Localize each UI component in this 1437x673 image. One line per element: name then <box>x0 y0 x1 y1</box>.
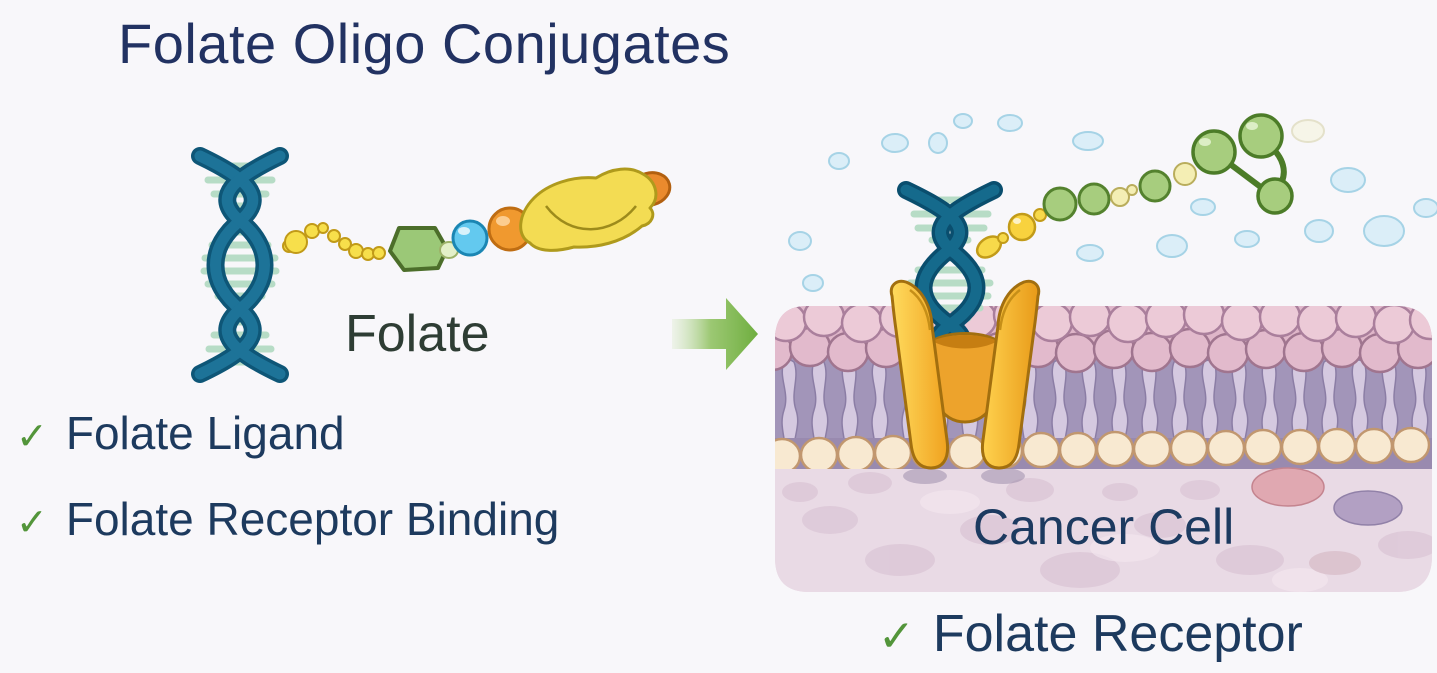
checkmark-icon: ✓ <box>878 612 915 661</box>
checklist-item-label: Folate Ligand <box>65 407 345 459</box>
organelle-icon <box>1251 467 1325 507</box>
folate-label: Folate <box>345 305 490 363</box>
bubble-icon <box>1363 215 1405 247</box>
arrow-right-icon <box>672 298 758 370</box>
bubbles-group <box>788 113 1437 292</box>
bubble-icon <box>1234 230 1260 248</box>
organelle-icon <box>1333 490 1403 526</box>
bubble-icon <box>1413 198 1437 218</box>
folate-molecule-icon <box>388 167 672 272</box>
bubble-icon <box>802 274 824 292</box>
bubble-icon <box>1291 119 1325 143</box>
cancer-cell-label: Cancer Cell <box>973 499 1235 555</box>
bubble-icon <box>997 114 1023 132</box>
checklist-item-label: Folate Receptor Binding <box>65 493 560 545</box>
bubble-icon <box>788 231 812 251</box>
bubble-icon <box>953 113 973 129</box>
bubble-icon <box>928 132 948 154</box>
checklist-item-folate-ligand: ✓ Folate Ligand <box>16 410 345 456</box>
folate-receptor-icon <box>889 279 1041 470</box>
bubble-icon <box>1304 219 1334 243</box>
bubble-icon <box>1190 198 1216 216</box>
checklist-item-folate-receptor: ✓ Folate Receptor <box>878 608 1303 660</box>
cancer-cell-panel <box>775 306 1432 592</box>
oligo-linker-chain-icon <box>282 222 386 261</box>
bubble-icon <box>1330 167 1366 193</box>
bubble-icon <box>1072 131 1104 151</box>
organelle-icon <box>1309 551 1361 575</box>
checklist-item-label: Folate Receptor <box>932 605 1303 663</box>
checkmark-icon: ✓ <box>16 416 48 458</box>
bubble-icon <box>828 152 850 170</box>
dna-helix-left-icon <box>191 147 289 383</box>
checklist-item-folate-receptor-binding: ✓ Folate Receptor Binding <box>16 496 559 542</box>
bubble-icon <box>1076 244 1104 262</box>
page-title: Folate Oligo Conjugates <box>118 12 731 75</box>
bubble-icon <box>881 133 909 153</box>
oligo-conjugate-chain-icon <box>975 113 1294 259</box>
bubble-icon <box>1156 234 1188 258</box>
checkmark-icon: ✓ <box>16 502 48 544</box>
